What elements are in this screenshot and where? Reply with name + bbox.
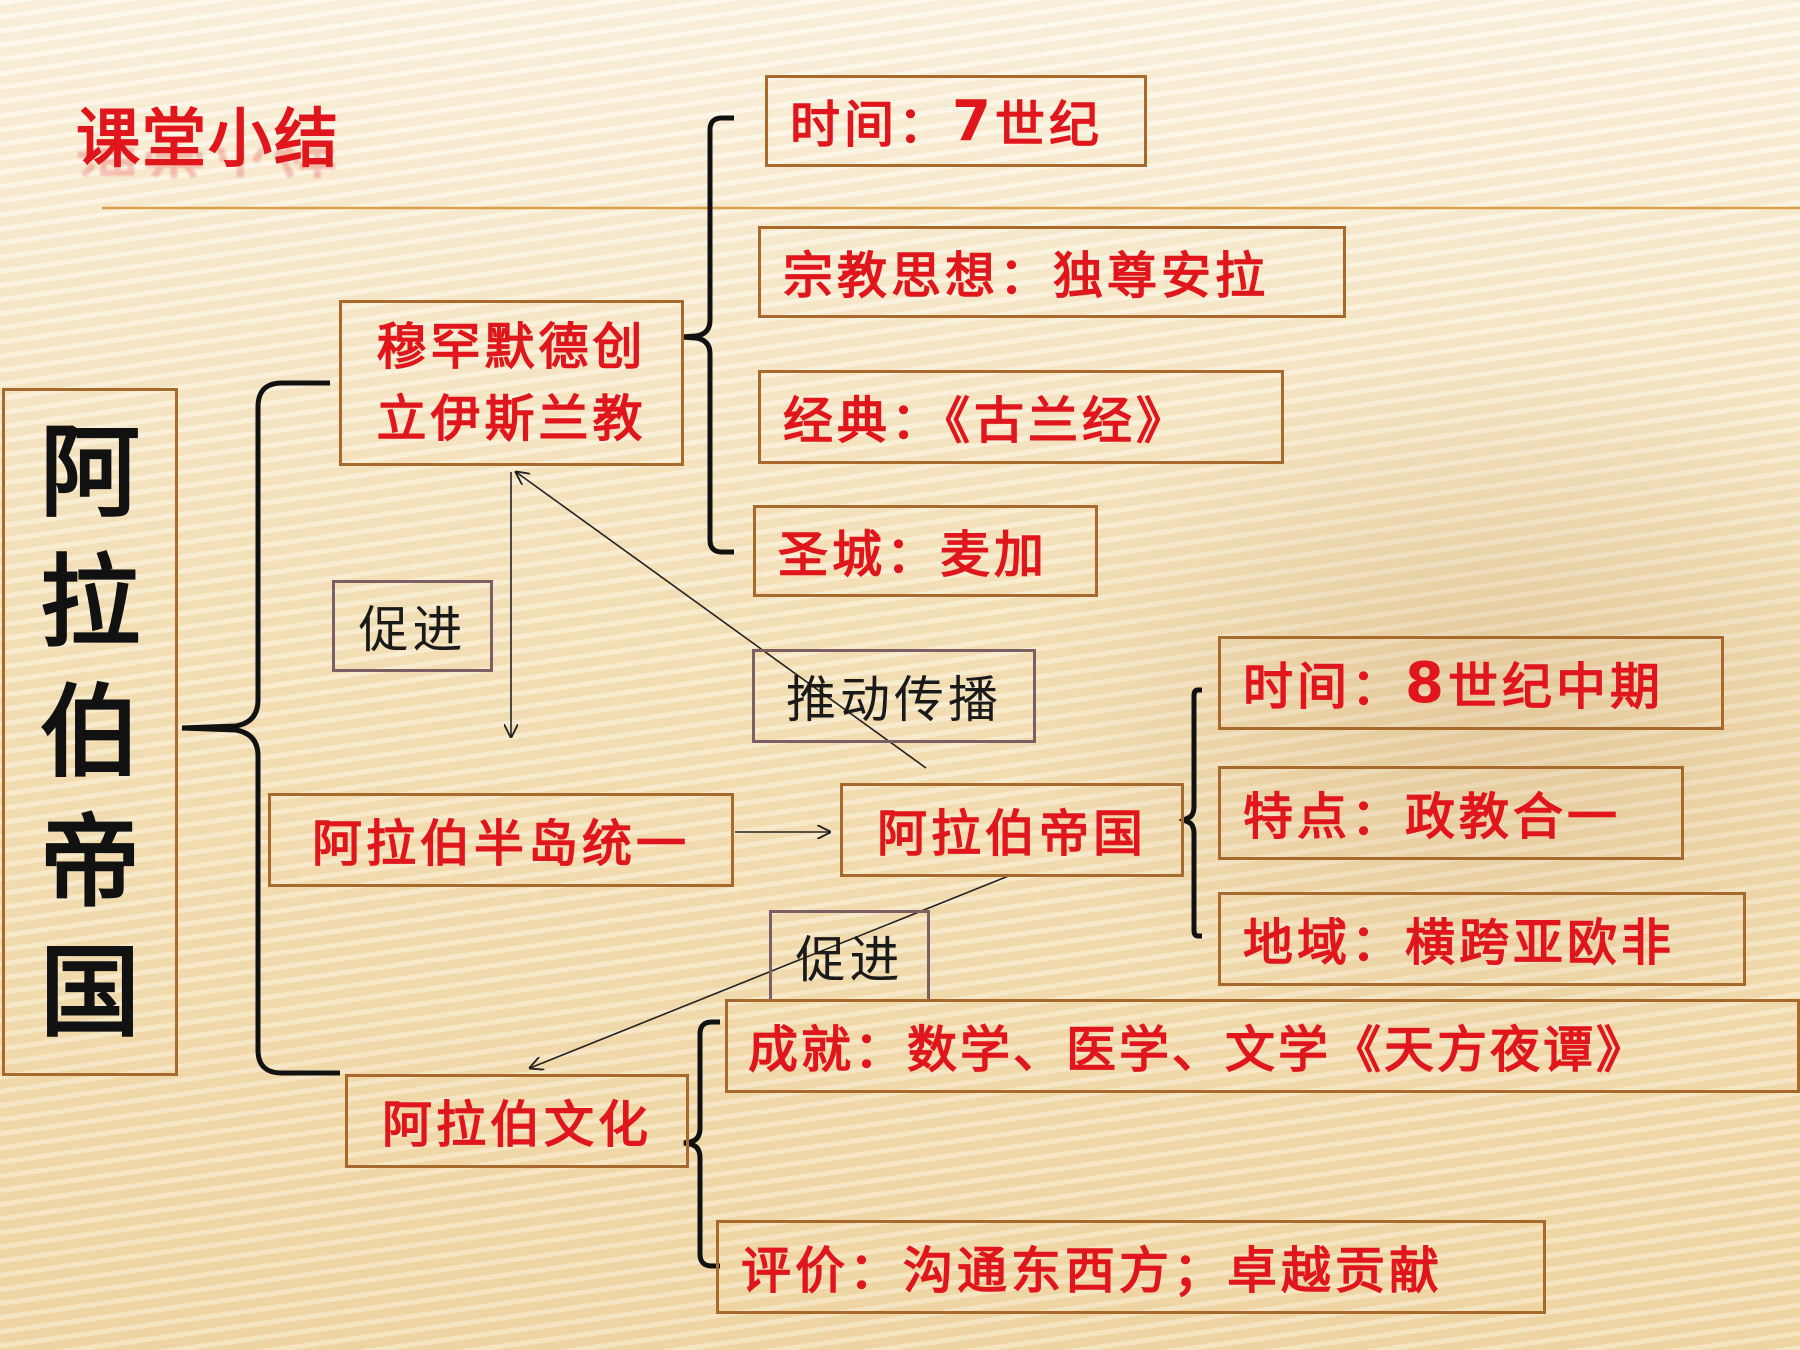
empire-node: 阿拉伯帝国 <box>840 783 1184 877</box>
empire-feature-text: 特点：政教合一 <box>1243 787 1621 846</box>
islam-holy-city-box: 圣城：麦加 <box>753 505 1098 597</box>
main-topic-box: 阿 拉 伯 帝 国 <box>2 388 178 1076</box>
islam-classic-box: 经典：《古兰经》 <box>758 370 1284 464</box>
main-topic-char: 国 <box>40 933 140 1051</box>
empire-time-prefix: 时间： <box>1243 657 1405 716</box>
promote-label-2: 促进 <box>769 910 930 1002</box>
culture-evaluation-text: 评价：沟通东西方；卓越贡献 <box>741 1241 1443 1300</box>
main-topic-char: 帝 <box>40 803 140 921</box>
arrow-empire-to-founding <box>516 472 927 769</box>
islam-time-suffix: 世纪 <box>994 95 1103 154</box>
islam-religion-box: 宗教思想：独尊安拉 <box>758 226 1346 318</box>
founding-brace <box>681 115 734 555</box>
founding-line-1: 穆罕默德创 <box>376 317 647 376</box>
empire-time-suffix: 世纪中期 <box>1447 657 1664 716</box>
main-topic-char: 拉 <box>40 543 140 661</box>
main-brace <box>181 380 340 1076</box>
main-topic-char: 伯 <box>40 673 140 791</box>
empire-territory-text: 地域：横跨亚欧非 <box>1243 913 1675 972</box>
empire-brace <box>1178 687 1202 939</box>
empire-feature-box: 特点：政教合一 <box>1218 766 1684 860</box>
islam-time-number: 7 <box>952 88 995 154</box>
culture-achievement-text: 成就：数学、医学、文学《天方夜谭》 <box>748 1020 1649 1079</box>
main-topic-char: 阿 <box>40 413 140 531</box>
spread-label: 推动传播 <box>752 649 1036 743</box>
culture-evaluation-box: 评价：沟通东西方；卓越贡献 <box>716 1220 1546 1314</box>
founding-line-2: 立伊斯兰教 <box>376 389 647 448</box>
islam-time-box: 时间： 7 世纪 <box>765 75 1147 167</box>
slide-title: 课堂小结 <box>76 103 340 177</box>
empire-time-box: 时间： 8 世纪中期 <box>1218 636 1724 730</box>
islam-holy-city-text: 圣城：麦加 <box>778 525 1048 584</box>
islam-classic-text: 经典：《古兰经》 <box>783 391 1190 450</box>
promote-label-1: 促进 <box>332 580 493 672</box>
islam-religion-text: 宗教思想：独尊安拉 <box>783 246 1269 305</box>
founding-node: 穆罕默德创 立伊斯兰教 <box>339 300 684 466</box>
culture-node: 阿拉伯文化 <box>345 1074 689 1168</box>
empire-time-number: 8 <box>1405 650 1448 716</box>
empire-territory-box: 地域：横跨亚欧非 <box>1218 892 1746 986</box>
culture-achievement-box: 成就：数学、医学、文学《天方夜谭》 <box>725 999 1800 1093</box>
culture-brace <box>683 1019 720 1269</box>
unification-node: 阿拉伯半岛统一 <box>268 793 734 887</box>
islam-time-prefix: 时间： <box>790 95 952 154</box>
